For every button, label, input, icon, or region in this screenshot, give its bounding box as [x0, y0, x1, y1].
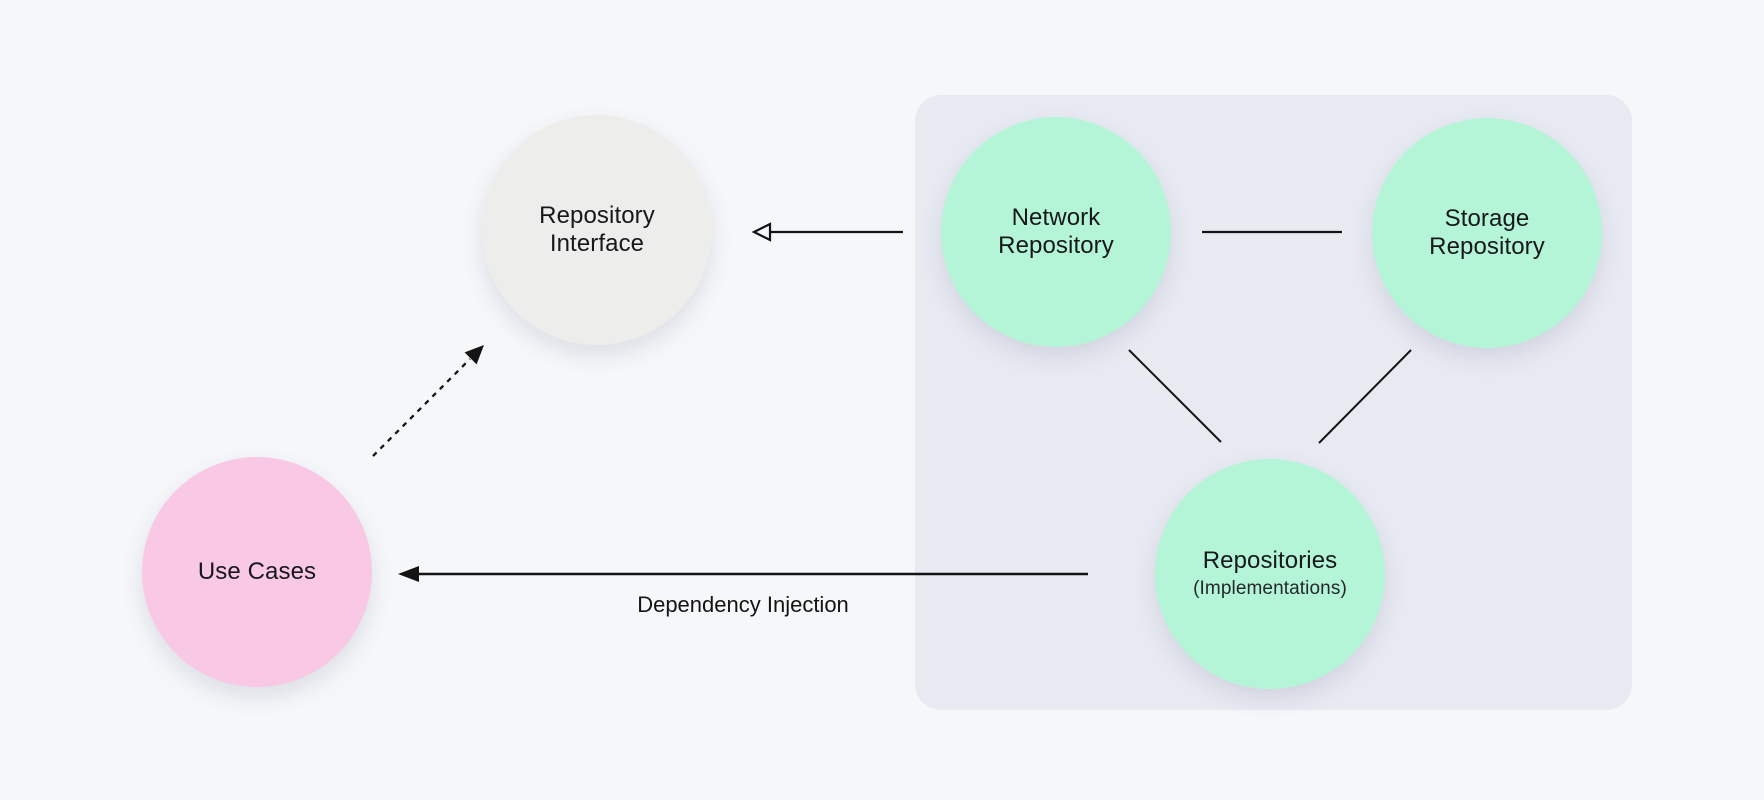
open-arrowhead-icon [751, 222, 772, 242]
dashed-arrowhead-icon [464, 345, 484, 365]
node-label: Repositories [1202, 547, 1338, 575]
node-label: Network [1011, 203, 1101, 231]
node-use-cases: Use Cases [142, 457, 372, 687]
edge-usecases-to-interface-dashed [372, 358, 471, 457]
node-repositories: Repositories (Implementations) [1155, 459, 1385, 689]
node-storage-repository: Storage Repository [1372, 118, 1602, 348]
node-network-repository: Network Repository [941, 117, 1171, 347]
node-repository-interface: Repository Interface [482, 115, 712, 345]
node-label: Repository [1429, 233, 1545, 260]
filled-arrowhead-icon [398, 566, 419, 582]
node-label: Storage [1444, 204, 1530, 232]
node-sublabel: (Implementations) [1193, 578, 1347, 600]
node-label: Use Cases [197, 557, 317, 585]
node-label: Repository [539, 201, 655, 229]
dependency-injection-label: Dependency Injection [637, 592, 849, 617]
node-label: Interface [549, 230, 645, 257]
node-label: Repository [998, 232, 1114, 259]
